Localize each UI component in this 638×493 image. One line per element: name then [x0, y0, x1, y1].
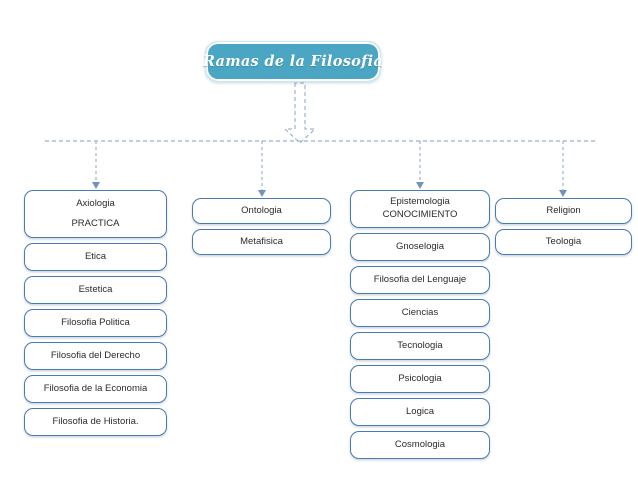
node-religion-label: Religion [546, 204, 581, 216]
node-cosmologia-label: Cosmologia [394, 438, 446, 450]
node-cosmologia[interactable]: Cosmologia [350, 431, 490, 459]
node-filosofia-de-la-economia-label: Filosofia de la Economia [43, 382, 148, 394]
node-axiologia[interactable]: Axiologia PRACTICA [24, 190, 167, 238]
node-filosofia-del-lenguaje-label: Filosofia del Lenguaje [373, 273, 467, 285]
node-ontologia[interactable]: Ontologia [192, 198, 331, 224]
branch-column-religion: Religion Teologia [495, 198, 632, 260]
root-node-ramas-de-la-filosofia[interactable]: Ramas de la Filosofia [202, 41, 384, 82]
node-religion[interactable]: Religion [495, 198, 632, 224]
node-ontologia-label: Ontologia [241, 204, 282, 216]
branch-column-ontologia: Ontologia Metafisica [192, 198, 331, 260]
root-arrow [283, 82, 317, 144]
drop-arrow-2 [258, 190, 266, 197]
node-gnoselogia[interactable]: Gnoselogia [350, 233, 490, 261]
node-teologia-label: Teologia [545, 235, 582, 247]
node-metafisica-label: Metafisica [240, 235, 283, 247]
drop-arrow-3 [416, 182, 424, 189]
node-ciencias[interactable]: Ciencias [350, 299, 490, 327]
node-filosofia-del-lenguaje[interactable]: Filosofia del Lenguaje [350, 266, 490, 294]
root-node-label: Ramas de la Filosofia [202, 53, 384, 70]
node-psicologia[interactable]: Psicologia [350, 365, 490, 393]
node-epistemologia-sublabel: CONOCIMIENTO [382, 209, 458, 220]
node-tecnologia[interactable]: Tecnologia [350, 332, 490, 360]
branch-column-practica: Axiologia PRACTICA Etica Estetica Filoso… [24, 190, 167, 441]
node-filosofia-de-la-economia[interactable]: Filosofia de la Economia [24, 375, 167, 403]
node-estetica-label: Estetica [78, 283, 113, 295]
drop-arrow-1 [92, 182, 100, 189]
node-epistemologia-label: Epistemologia [390, 196, 450, 208]
node-estetica[interactable]: Estetica [24, 276, 167, 304]
node-psicologia-label: Psicologia [398, 372, 442, 384]
node-ciencias-label: Ciencias [401, 306, 439, 318]
node-etica-label: Etica [84, 250, 107, 262]
node-filosofia-del-derecho[interactable]: Filosofia del Derecho [24, 342, 167, 370]
node-metafisica[interactable]: Metafisica [192, 229, 331, 255]
node-teologia[interactable]: Teologia [495, 229, 632, 255]
node-filosofia-de-historia-label: Filosofia de Historia. [52, 415, 139, 427]
node-epistemologia[interactable]: Epistemologia CONOCIMIENTO [350, 190, 490, 228]
node-filosofia-del-derecho-label: Filosofia del Derecho [50, 349, 141, 361]
node-tecnologia-label: Tecnologia [397, 339, 443, 351]
node-filosofia-politica[interactable]: Filosofia Politica [24, 309, 167, 337]
node-logica-label: Logica [406, 405, 434, 417]
node-etica[interactable]: Etica [24, 243, 167, 271]
node-gnoselogia-label: Gnoselogia [395, 240, 445, 252]
node-filosofia-politica-label: Filosofia Politica [61, 316, 130, 328]
drop-arrow-4 [559, 190, 567, 197]
node-logica[interactable]: Logica [350, 398, 490, 426]
node-axiologia-label: Axiologia [76, 197, 115, 209]
node-axiologia-sublabel: PRACTICA [71, 217, 120, 229]
branch-column-conocimiento: Epistemologia CONOCIMIENTO Gnoselogia Fi… [350, 190, 490, 464]
node-filosofia-de-historia[interactable]: Filosofia de Historia. [24, 408, 167, 436]
